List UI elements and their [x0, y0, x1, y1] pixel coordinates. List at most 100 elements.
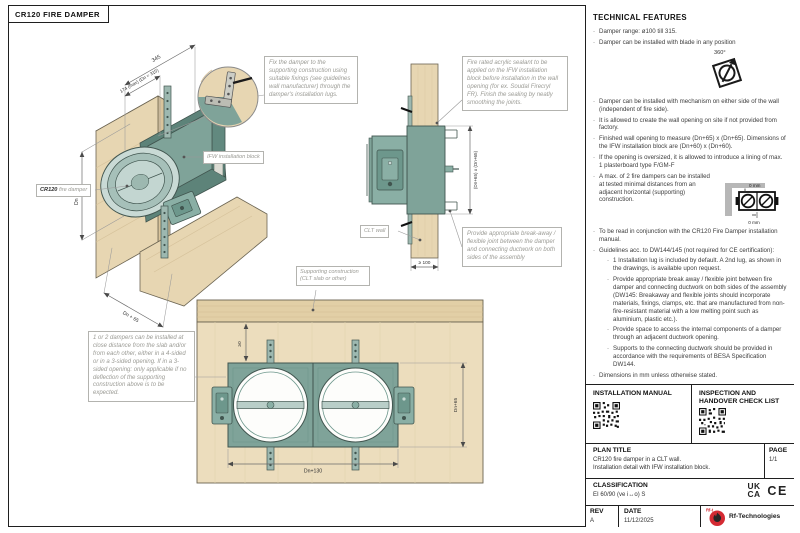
- tech-bullet: ·Damper can be installed with blade in a…: [593, 38, 736, 46]
- classification-label: CLASSIFICATION: [593, 482, 648, 489]
- inspection-checklist-header: INSPECTION AND HANDOVER CHECK LIST: [699, 390, 780, 406]
- tech-bullet: ·It is allowed to create the wall openin…: [593, 116, 777, 132]
- tech-bullet: ·Damper can be installed with mechanism …: [593, 97, 779, 113]
- dim-174: 174 (max) (Dn = 315): [119, 67, 160, 93]
- iso-wall-lower-piece: [139, 196, 268, 307]
- iso-view: 345 174 (max) (Dn = 315) Dn + 65 Dn + 65: [74, 44, 268, 328]
- label-cr120-bold: CR120: [40, 187, 58, 193]
- front-dimensions: ≥0 Dn+130 Dn+65: [227, 323, 467, 475]
- dim-345: 345: [151, 54, 162, 64]
- iso-damper-body: [100, 146, 180, 218]
- iso-installation-lug-top: [163, 85, 172, 139]
- dim-opening: (Dn+65) x (Dn+65): [473, 150, 478, 189]
- page-label: PAGE: [769, 447, 788, 454]
- label-supporting-construction: Supporting construction (CLT slab or oth…: [296, 266, 370, 286]
- plan-title-section: PLAN TITLE CR120 fire damper in a CLT wa…: [586, 443, 794, 478]
- label-clt-wall: CLT wall: [360, 225, 390, 238]
- rev-value: A: [590, 518, 595, 524]
- installation-manual-header: INSTALLATION MANUAL: [593, 390, 672, 397]
- qr-section: INSTALLATION MANUAL INSPECTION AND HANDO…: [586, 384, 794, 443]
- date-cell: DATE 11/12/2025: [619, 506, 701, 527]
- tech-sub-bullet: ·Provide appropriate break away / flexib…: [607, 276, 787, 323]
- tech-bullet: ·To be read in conjunction with the CR12…: [593, 227, 778, 243]
- rf-technologies-logo-icon: Rf-t: [706, 507, 725, 526]
- section-damper-body: [366, 135, 408, 205]
- section-duct-stub: [444, 129, 459, 211]
- dim-gap: ≥0: [237, 341, 243, 347]
- inspection-checklist-cell: INSPECTION AND HANDOVER CHECK LIST: [692, 385, 794, 443]
- rev-label: REV: [590, 508, 604, 515]
- front-damper-left: [227, 362, 314, 448]
- qr-code-inspection-checklist: [699, 408, 726, 436]
- dim-height: Dn+65: [453, 398, 459, 413]
- tech-bullet: ·Dimensions in mm unless otherwise state…: [593, 371, 718, 379]
- icon-360-label: 360°: [714, 49, 726, 56]
- section-ifw-block: [406, 125, 446, 215]
- plan-title-label: PLAN TITLE: [593, 447, 632, 454]
- section-view: (Dn+65) x (Dn+65) ≥ 100: [366, 63, 478, 271]
- plan-title-cell: PLAN TITLE CR120 fire damper in a CLT wa…: [586, 444, 764, 478]
- note-breakaway: Provide appropriate break-away / flexibl…: [462, 227, 562, 267]
- tech-sub-bullet: ·Supports to the connecting ductwork sho…: [607, 345, 773, 368]
- front-view: ≥0 Dn+130 Dn+65: [195, 289, 484, 484]
- gap-bottom-label: 0 mm: [748, 220, 760, 225]
- technical-features-header: TECHNICAL FEATURES: [593, 13, 687, 22]
- note-sealant: Fire rated acrylic sealant to be applied…: [462, 56, 568, 112]
- blade-any-position-icon: 360°: [711, 50, 755, 94]
- tech-sub-bullet: ·1 Installation lug is included by defau…: [607, 257, 782, 273]
- date-value: 11/12/2025: [624, 518, 654, 524]
- iso-installation-lug-bottom: [160, 205, 169, 259]
- svg-text:Rf-t: Rf-t: [706, 507, 714, 512]
- label-ifw-block: IFW installation block: [203, 151, 264, 164]
- section-leaders: [397, 99, 463, 248]
- section-dimensions: (Dn+65) x (Dn+65) ≥ 100: [410, 125, 478, 271]
- sheet-title: CR120 FIRE DAMPER: [8, 5, 109, 23]
- front-leaders: [195, 289, 317, 378]
- front-slab-shape: [196, 299, 484, 323]
- iso-leaders: [94, 94, 265, 191]
- rotation-stamp-icon: [711, 57, 743, 88]
- tech-bullet: ·Damper range: ø100 till 315.: [593, 28, 677, 35]
- label-cr120-fire-damper: CR120 fire damper: [36, 184, 92, 197]
- note-two-dampers: 1 or 2 dampers can be installed at close…: [88, 331, 195, 403]
- tech-bullet: ·Guidelines acc. to DW144/145 (not requi…: [593, 246, 775, 254]
- tech-sub-bullet: ·Provide space to access the internal co…: [607, 326, 782, 342]
- date-label: DATE: [624, 508, 642, 515]
- lug-detail-circle: [157, 66, 259, 137]
- ce-mark: CE: [767, 483, 788, 498]
- tech-bullet: ·If the opening is oversized, it is allo…: [593, 154, 783, 169]
- gap-top-label: 0 mm: [749, 183, 761, 188]
- front-damper-right: [312, 362, 399, 448]
- support-t-shape: [725, 182, 765, 216]
- rev-cell: REV A: [586, 506, 619, 527]
- label-cr120-rest: fire damper: [57, 187, 88, 193]
- tech-bullet: ·Finished wall opening to measure (Dn+65…: [593, 135, 786, 151]
- info-panel: TECHNICAL FEATURES ·Damper range: ø100 t…: [585, 5, 794, 527]
- page-value: 1/1: [769, 457, 778, 463]
- section-screws: [400, 107, 413, 227]
- technical-drawing: 345 174 (max) (Dn = 315) Dn + 65 Dn + 65: [74, 44, 484, 484]
- brand-name: Rf-Technologies: [729, 513, 781, 520]
- l-bracket-lug-icon: [204, 71, 236, 108]
- page-cell: PAGE 1/1: [764, 444, 794, 478]
- min-distance-icon: 0 mm 0 mm: [721, 175, 785, 230]
- screw-icon: [232, 76, 253, 85]
- section-lug-bottom: [407, 211, 413, 245]
- revision-section: REV A DATE 11/12/2025 Rf-t Rf-Technologi…: [586, 505, 794, 527]
- plan-title-line2: Installation detail with IFW installatio…: [593, 465, 711, 472]
- tech-bullet-min-distances: ·A max. of 2 fire dampers can be install…: [593, 173, 787, 225]
- note-fix-damper: Fix the damper to the supporting constru…: [264, 56, 358, 104]
- plan-title-line1: CR120 fire damper in a CLT wall.: [593, 457, 682, 463]
- front-mechanism-right: [393, 386, 415, 425]
- iso-damper-mechanism: [162, 191, 202, 225]
- front-mechanism-left: [211, 386, 233, 425]
- installation-manual-cell: INSTALLATION MANUAL: [586, 385, 692, 443]
- dim-wall-thickness: ≥ 100: [419, 260, 431, 266]
- qr-code-installation-manual: [593, 402, 620, 430]
- dim-width: Dn+130: [304, 469, 322, 475]
- technical-features-section: TECHNICAL FEATURES ·Damper range: ø100 t…: [586, 5, 794, 384]
